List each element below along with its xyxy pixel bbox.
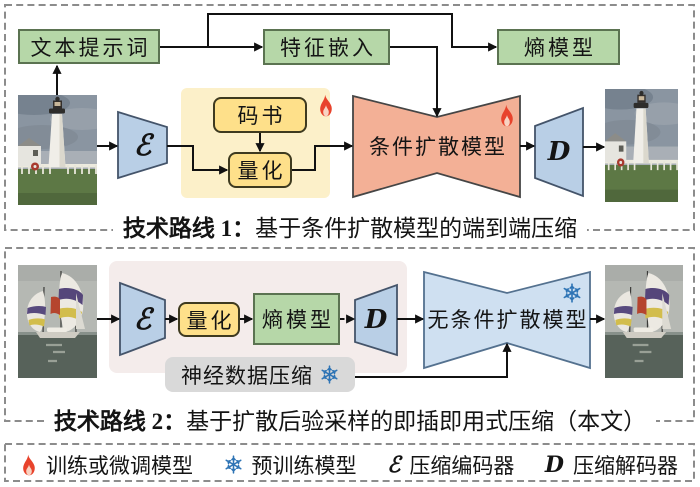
legend-dashed-box xyxy=(4,443,695,482)
codebook-box: 码书 xyxy=(213,97,307,133)
snowflake-icon xyxy=(320,365,339,384)
feature-embedding-label: 特征嵌入 xyxy=(280,36,376,60)
encoder-trapezoid-route1 xyxy=(117,110,168,180)
entropy-model-box-route2: 熵模型 xyxy=(253,293,340,345)
route2-caption-text: 基于扩散后验采样的即插即用式压缩（本文） xyxy=(186,409,647,434)
flame-icon xyxy=(21,454,37,476)
decoder-trapezoid-route2 xyxy=(354,283,398,357)
lighthouse-photo-reconstructed xyxy=(605,89,678,202)
legend-finetune: 训练或微调模型 xyxy=(21,450,193,480)
lighthouse-photo-original xyxy=(18,95,97,205)
legend-pretrained: 预训练模型 xyxy=(224,450,357,480)
conditional-diffusion-label: 条件扩散模型 xyxy=(369,135,507,159)
arrow-branch-to-entropy xyxy=(207,13,498,52)
unconditional-diffusion-label: 无条件扩散模型 xyxy=(427,308,589,332)
snowflake-icon xyxy=(562,283,582,303)
unconditional-diffusion-hourglass xyxy=(423,270,591,370)
encoder-symbol-route1: ℰ xyxy=(133,128,152,162)
encoder-trapezoid-route2 xyxy=(119,281,166,357)
entropy-model-label-route2: 熵模型 xyxy=(262,308,334,332)
feature-embedding-box: 特征嵌入 xyxy=(263,29,390,65)
connector-arrows xyxy=(52,13,606,378)
snowflake-icon xyxy=(224,455,243,474)
decoder-symbol: D xyxy=(544,451,564,478)
arrow-codec-to-diffusion2 xyxy=(355,342,512,378)
neural-codec-box: 神经数据压缩 xyxy=(165,357,355,392)
flame-icon xyxy=(499,104,515,127)
codebook-label: 码书 xyxy=(237,104,286,128)
route2-caption: 技术路线 2：基于扩散后验采样的即插即用式压缩（本文） xyxy=(0,409,700,435)
arrow-encoder1-to-quant xyxy=(167,145,229,175)
decoder-symbol-route1: D xyxy=(547,137,571,167)
entropy-model-box-route1: 熵模型 xyxy=(497,29,620,65)
decoder-trapezoid-route1 xyxy=(534,106,584,198)
neural-codec-label: 神经数据压缩 xyxy=(181,363,313,388)
legend-encoder: ℰ 压缩编码器 xyxy=(387,450,514,480)
route1-caption: 技术路线 1：基于条件扩散模型的端到端压缩 xyxy=(0,216,700,242)
quantization-box-route1: 量化 xyxy=(228,152,292,188)
quantization-label-route2: 量化 xyxy=(186,308,235,333)
legend-encoder-label: 压缩编码器 xyxy=(409,453,515,478)
quantization-label-route1: 量化 xyxy=(237,159,286,183)
text-prompt-box: 文本提示词 xyxy=(18,29,160,64)
flame-icon xyxy=(318,94,334,117)
sailboat-photo-original xyxy=(18,265,97,378)
entropy-model-label-route1: 熵模型 xyxy=(524,36,596,60)
decoder-symbol-route2: D xyxy=(364,305,388,335)
legend-pretrained-label: 预训练模型 xyxy=(251,453,357,478)
sailboat-photo-reconstructed xyxy=(605,265,683,378)
legend: 训练或微调模型 预训练模型 ℰ 压缩编码器 D 压缩解码器 xyxy=(5,446,694,483)
quantization-box-route2: 量化 xyxy=(178,302,240,337)
text-prompt-label: 文本提示词 xyxy=(30,35,151,60)
legend-decoder-label: 压缩解码器 xyxy=(573,453,678,478)
route1-caption-prefix: 技术路线 1： xyxy=(122,216,256,241)
route2-dashed-box xyxy=(4,247,695,422)
encoder-symbol-route2: ℰ xyxy=(133,302,152,336)
route2-caption-prefix: 技术路线 2： xyxy=(53,409,187,434)
legend-finetune-label: 训练或微调模型 xyxy=(46,453,193,478)
route1-caption-text: 基于条件扩散模型的端到端压缩 xyxy=(255,216,578,241)
legend-decoder: D 压缩解码器 xyxy=(545,450,678,480)
arrow-embedding-to-diffusion xyxy=(390,46,442,118)
arrow-quant-to-diffusion xyxy=(292,141,354,171)
encoder-symbol: ℰ xyxy=(387,451,401,478)
